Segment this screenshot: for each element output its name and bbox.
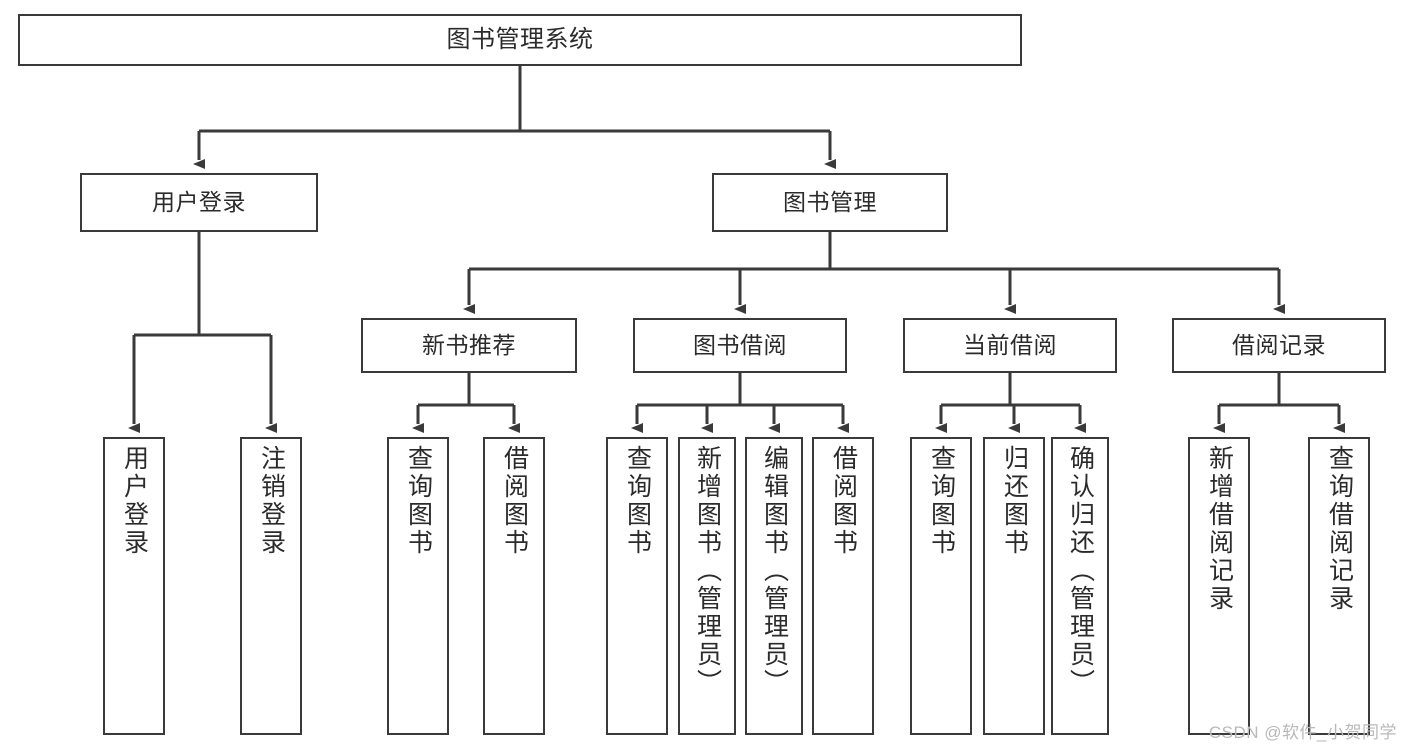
watermark: CSDN @软件_小贺同学	[1208, 723, 1397, 742]
node-user-login-label: 用户登录	[152, 188, 246, 215]
node-book-management-label: 图书管理	[783, 188, 877, 215]
node-current-borrow-label: 当前借阅	[963, 331, 1057, 358]
node-leaf-edit-book-label: 编辑图书（管理员）	[760, 445, 789, 697]
node-book-borrow-label: 图书借阅	[693, 331, 787, 358]
node-leaf-add-book[interactable]: 新增图书（管理员）	[678, 437, 736, 735]
node-leaf-query-record[interactable]: 查询借阅记录	[1308, 437, 1370, 735]
node-leaf-add-book-label: 新增图书（管理员）	[693, 445, 722, 697]
edge-bus-book-management	[469, 232, 1279, 271]
node-new-book-recommend[interactable]: 新书推荐	[361, 318, 577, 373]
node-root-label: 图书管理系统	[446, 25, 594, 53]
node-leaf-query-book-3[interactable]: 查询图书	[910, 437, 972, 735]
node-book-borrow[interactable]: 图书借阅	[633, 318, 847, 373]
node-leaf-query-book-1-label: 查询图书	[404, 445, 433, 557]
node-leaf-query-book-1[interactable]: 查询图书	[387, 437, 449, 735]
node-leaf-user-login-label: 用户登录	[120, 445, 149, 557]
node-leaf-query-book-3-label: 查询图书	[927, 445, 956, 557]
node-leaf-add-record[interactable]: 新增借阅记录	[1188, 437, 1250, 735]
node-leaf-query-record-label: 查询借阅记录	[1325, 445, 1354, 613]
node-leaf-borrow-book-2-label: 借阅图书	[829, 445, 858, 557]
node-leaf-confirm-return[interactable]: 确认归还（管理员）	[1051, 437, 1109, 735]
node-borrow-record-label: 借阅记录	[1232, 331, 1326, 358]
node-leaf-user-login[interactable]: 用户登录	[103, 437, 165, 735]
node-leaf-add-record-label: 新增借阅记录	[1205, 445, 1234, 613]
node-leaf-user-logout[interactable]: 注销登录	[240, 437, 302, 735]
node-leaf-query-book-2[interactable]: 查询图书	[606, 437, 668, 735]
node-book-management[interactable]: 图书管理	[712, 173, 948, 232]
edge-bus-book-borrow	[637, 373, 843, 407]
edge-bus-current-borrow	[941, 373, 1080, 407]
edge-bus-user-login	[134, 232, 271, 337]
node-leaf-return-book[interactable]: 归还图书	[983, 437, 1045, 735]
edge-bus-borrow-record	[1219, 373, 1339, 407]
edge-bus-new-book-recommend	[418, 373, 514, 407]
node-leaf-user-logout-label: 注销登录	[257, 445, 286, 557]
node-leaf-return-book-label: 归还图书	[1000, 445, 1029, 557]
node-user-login[interactable]: 用户登录	[80, 173, 318, 232]
node-leaf-borrow-book-1[interactable]: 借阅图书	[483, 437, 545, 735]
node-new-book-recommend-label: 新书推荐	[422, 331, 516, 358]
node-root[interactable]: 图书管理系统	[18, 14, 1022, 66]
node-leaf-query-book-2-label: 查询图书	[623, 445, 652, 557]
node-current-borrow[interactable]: 当前借阅	[903, 318, 1117, 373]
node-leaf-edit-book[interactable]: 编辑图书（管理员）	[745, 437, 803, 735]
edge-bus-root	[199, 66, 830, 133]
node-leaf-borrow-book-1-label: 借阅图书	[500, 445, 529, 557]
node-borrow-record[interactable]: 借阅记录	[1172, 318, 1386, 373]
node-leaf-confirm-return-label: 确认归还（管理员）	[1066, 445, 1095, 697]
node-leaf-borrow-book-2[interactable]: 借阅图书	[812, 437, 874, 735]
